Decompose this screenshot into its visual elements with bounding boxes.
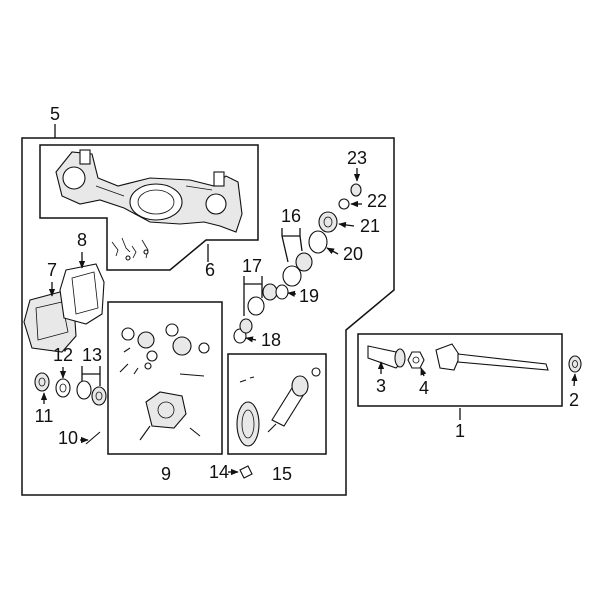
callout-19[interactable]: 19 (299, 286, 319, 306)
callout-1[interactable]: 1 (455, 421, 465, 441)
seal-part-11 (34, 372, 50, 392)
housing-bolts-drawing (111, 237, 149, 261)
leader-16 (281, 228, 303, 263)
callout-20[interactable]: 20 (343, 244, 363, 264)
clip-part-14 (239, 465, 253, 479)
seal-part-20 (308, 230, 328, 254)
axle-shaft-box (357, 333, 563, 407)
callout-2[interactable]: 2 (569, 390, 579, 410)
ring-pinion-drawing (236, 367, 321, 447)
callout-23[interactable]: 23 (347, 148, 367, 168)
callout-18[interactable]: 18 (261, 330, 281, 350)
ring-pinion-box (227, 353, 327, 455)
leader-21 (338, 221, 355, 229)
leader-2 (571, 373, 578, 387)
leader-19 (287, 290, 297, 297)
differential-kit-drawing (119, 323, 210, 441)
nut-part-23 (350, 183, 362, 197)
shim-part-19 (275, 284, 289, 300)
callout-6[interactable]: 6 (205, 260, 215, 280)
bearing-part-13 (76, 380, 107, 406)
leader-18 (245, 336, 257, 343)
callout-4[interactable]: 4 (419, 378, 429, 398)
leader-4 (420, 367, 427, 377)
axle-shaft-drawing (367, 343, 549, 371)
bearing-part-16 (282, 252, 313, 287)
leader-17 (243, 276, 263, 316)
leader-13 (81, 366, 101, 386)
callout-11[interactable]: 11 (35, 406, 54, 426)
callout-22[interactable]: 22 (367, 191, 387, 211)
leader-20 (326, 247, 339, 255)
bearing-part-17 (247, 283, 278, 316)
callout-13[interactable]: 13 (82, 345, 102, 365)
callout-9[interactable]: 9 (161, 464, 171, 484)
callout-17[interactable]: 17 (242, 256, 262, 276)
cover-gasket-part (59, 263, 105, 325)
callout-15[interactable]: 15 (272, 464, 292, 484)
callout-14[interactable]: 14 (209, 462, 229, 482)
callout-21[interactable]: 21 (360, 216, 380, 236)
washer-part-22 (338, 198, 350, 210)
bearing-part-2 (568, 355, 582, 373)
housing-box (39, 144, 259, 271)
axle-assembly-boundary (21, 137, 395, 496)
differential-kit-box (107, 301, 223, 455)
callout-12[interactable]: 12 (53, 345, 73, 365)
callout-16[interactable]: 16 (281, 206, 301, 226)
callout-10[interactable]: 10 (58, 428, 78, 448)
callout-8[interactable]: 8 (77, 230, 87, 250)
pin-part-10 (85, 431, 101, 445)
callout-5[interactable]: 5 (50, 104, 60, 124)
callout-3[interactable]: 3 (376, 376, 386, 396)
yoke-part-21 (318, 211, 338, 233)
callout-7[interactable]: 7 (47, 260, 57, 280)
axle-housing-drawing (55, 149, 243, 233)
bearing-part-12 (55, 378, 71, 398)
bearing-part-18 (233, 318, 253, 344)
